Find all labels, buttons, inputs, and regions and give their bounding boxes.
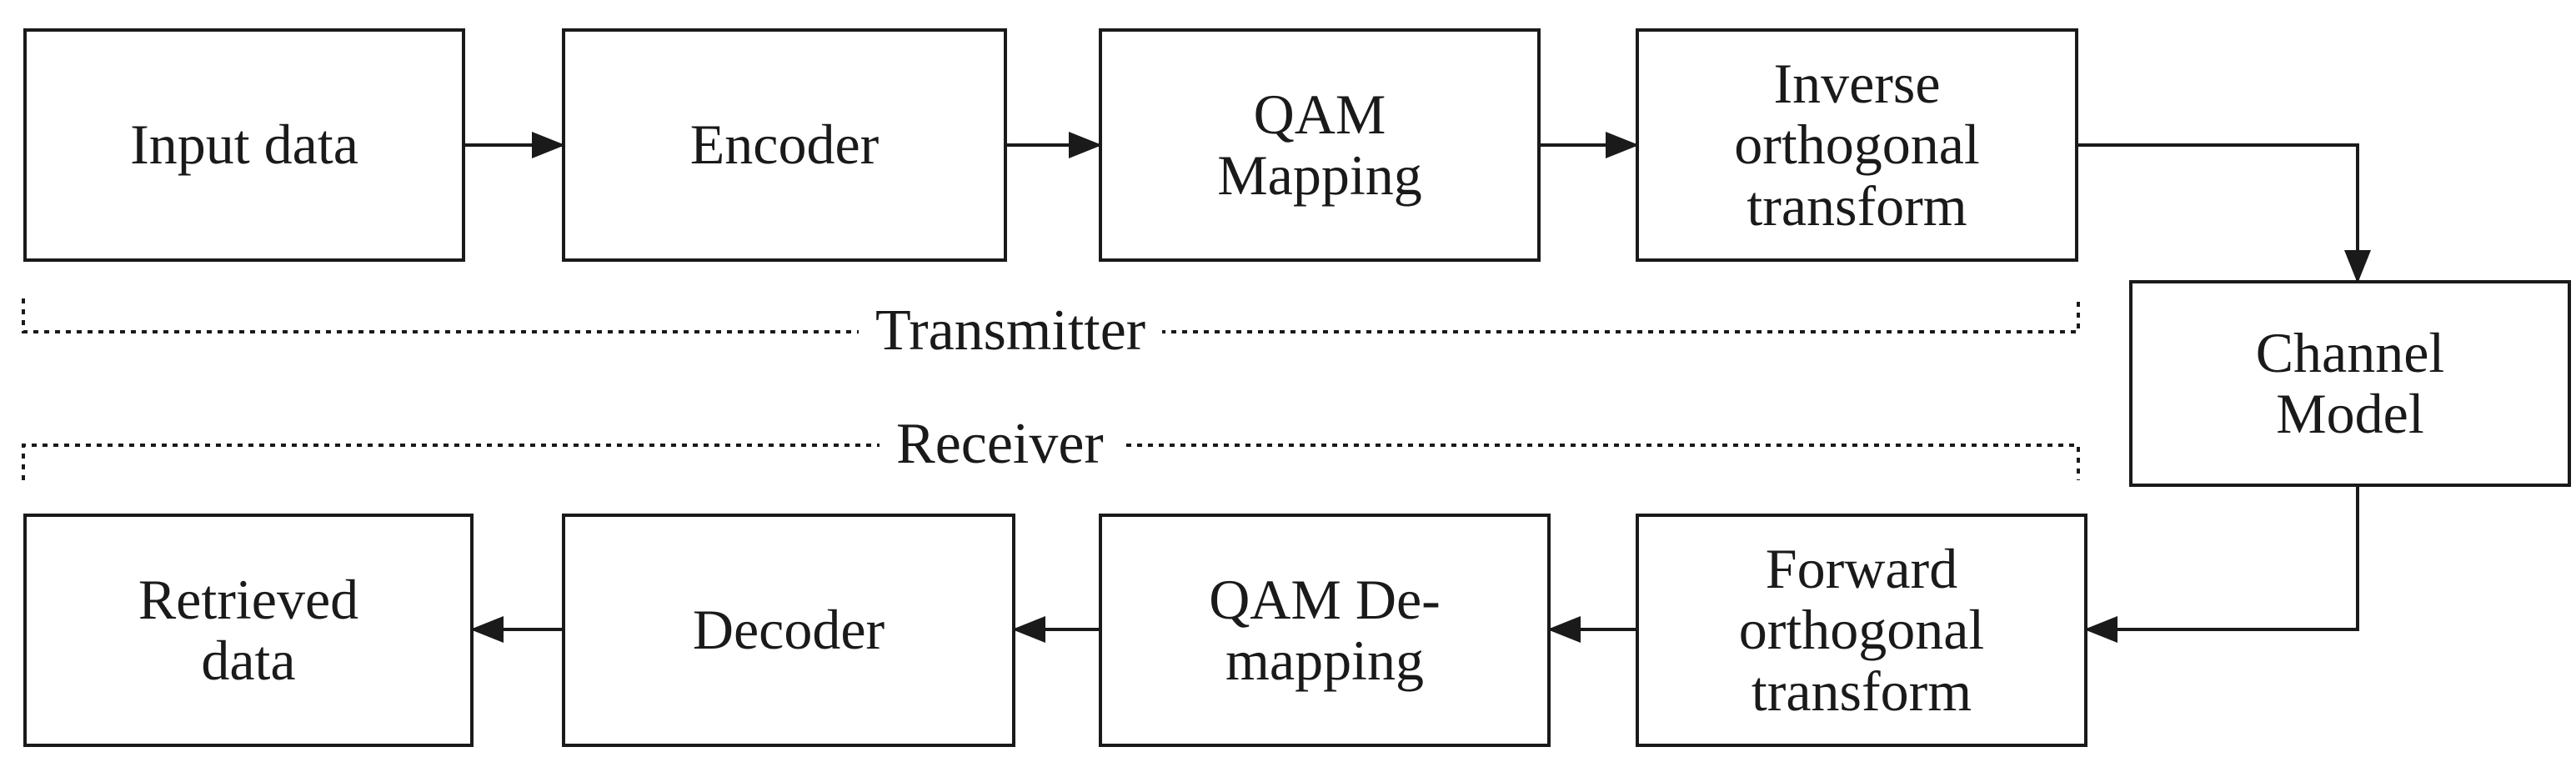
channel-model-block: Channel Model bbox=[2129, 280, 2571, 487]
qam-mapping-label-line-1: QAM bbox=[1253, 82, 1386, 146]
forward-orthogonal-transform-block: Forward orthogonal transform bbox=[1636, 514, 2087, 747]
encoder-label-line-1: Encoder bbox=[689, 113, 880, 177]
qam-demapping-label-line-1: QAM De- bbox=[1209, 567, 1441, 631]
retrieved-data-label-line-1: Retrieved bbox=[138, 567, 359, 631]
arrow-inverse-transform-to-channel bbox=[2078, 143, 2371, 283]
receiver-label: Receiver bbox=[880, 415, 1120, 474]
channel-model-label-line-2: Model bbox=[2276, 382, 2424, 445]
forward-transform-label-line-1: Forward bbox=[1765, 536, 1958, 600]
encoder-block: Encoder bbox=[562, 28, 1007, 262]
qam-demapping-block: QAM De- mapping bbox=[1099, 514, 1551, 747]
decoder-block: Decoder bbox=[562, 514, 1015, 747]
qam-demapping-label-line-2: mapping bbox=[1225, 629, 1424, 692]
inverse-orthogonal-transform-block: Inverse orthogonal transform bbox=[1636, 28, 2078, 262]
transmitter-label: Transmitter bbox=[859, 302, 1163, 360]
retrieved-data-block: Retrieved data bbox=[23, 514, 474, 747]
qam-mapping-block: QAM Mapping bbox=[1099, 28, 1541, 262]
inverse-transform-label-line-3: transform bbox=[1747, 173, 1967, 238]
channel-model-label-line-1: Channel bbox=[2255, 320, 2445, 384]
decoder-label-line-1: Decoder bbox=[692, 598, 885, 662]
retrieved-data-label-line-2: data bbox=[201, 629, 296, 692]
forward-transform-label-line-2: orthogonal bbox=[1738, 598, 1985, 662]
inverse-transform-label-line-2: orthogonal bbox=[1734, 113, 1980, 177]
inverse-transform-label-line-1: Inverse bbox=[1773, 51, 1941, 115]
transmitter-bracket bbox=[22, 298, 2080, 333]
input-data-block: Input data bbox=[23, 28, 465, 262]
forward-transform-label-line-3: transform bbox=[1751, 659, 1972, 723]
qam-mapping-label-line-2: Mapping bbox=[1217, 143, 1422, 207]
input-data-label-line-1: Input data bbox=[130, 113, 358, 177]
arrow-channel-to-forward-transform bbox=[2084, 487, 2359, 643]
